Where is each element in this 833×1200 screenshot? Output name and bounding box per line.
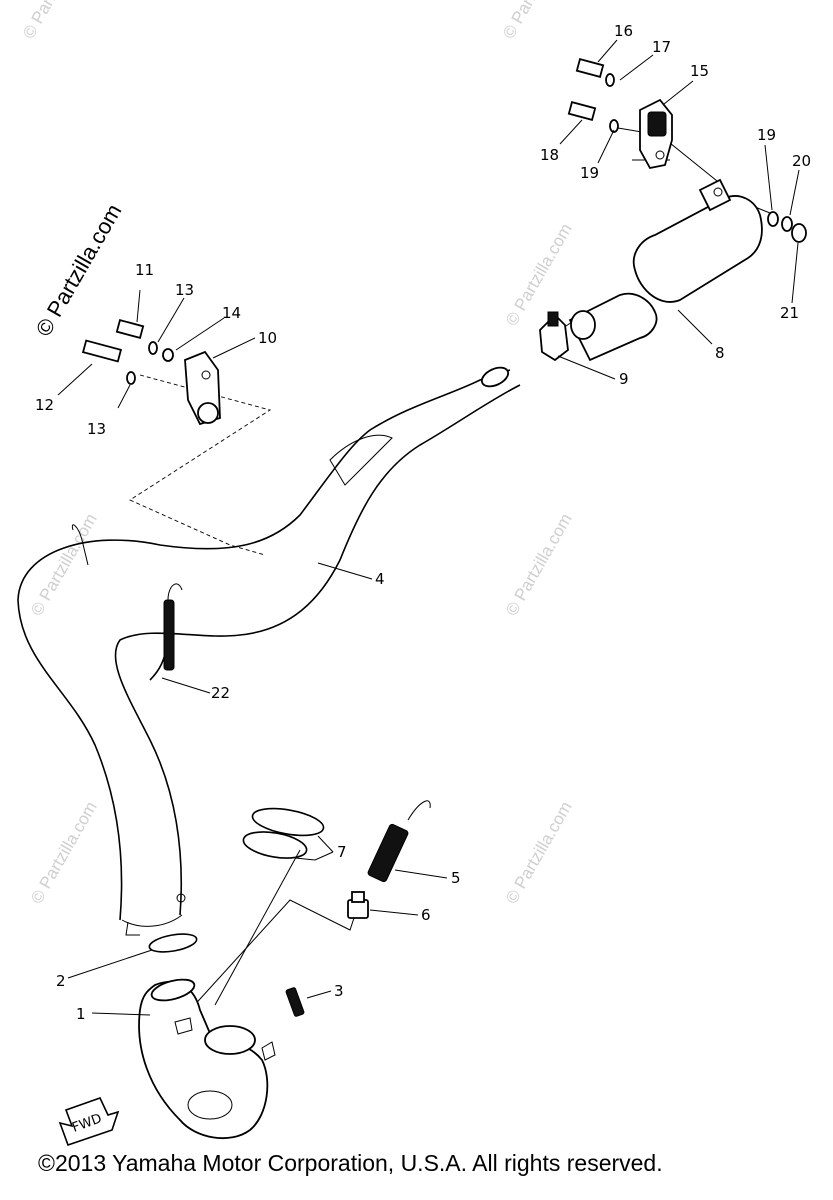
callout-17: 17 [652, 38, 671, 56]
spring-5 [367, 800, 431, 883]
callout-16: 16 [614, 22, 633, 40]
fwd-label: FWD [70, 1111, 104, 1135]
fitting-6 [347, 891, 369, 919]
bracket-10 [184, 350, 221, 426]
callout-4: 4 [375, 570, 385, 588]
partzilla-watermark: © Partzilla.com [31, 200, 127, 341]
bolt-18 [567, 100, 619, 133]
callout-8: 8 [715, 344, 725, 362]
o-rings-7 [242, 807, 325, 859]
watermark: © Partzilla.com [499, 0, 573, 42]
callout-11: 11 [135, 261, 154, 279]
callout-10: 10 [258, 329, 277, 347]
bolt-12 [81, 339, 123, 363]
callout-2: 2 [56, 972, 66, 990]
spring-3 [285, 987, 305, 1017]
callout-13: 13 [175, 281, 194, 299]
callout-21: 21 [780, 304, 799, 322]
spring-22 [149, 583, 183, 681]
callout-22: 22 [211, 684, 230, 702]
callout-3: 3 [334, 982, 344, 1000]
clamp-9 [539, 311, 569, 362]
washers-19-20-nut-21 [767, 211, 807, 243]
callout-5: 5 [451, 869, 461, 887]
watermark: © Partzilla.com [502, 798, 576, 907]
bolt-16 [575, 57, 615, 87]
callout-13b: 13 [87, 420, 106, 438]
hook [71, 524, 89, 566]
callout-15: 15 [690, 62, 709, 80]
expansion-chamber [17, 366, 521, 936]
callout-6: 6 [421, 906, 431, 924]
callout-9: 9 [619, 370, 629, 388]
bolt-11 [115, 318, 145, 340]
callout-19: 19 [580, 164, 599, 182]
watermark: © Partzilla.com [502, 220, 576, 329]
watermark: © Partzilla.com [27, 798, 101, 907]
callout-7: 7 [337, 843, 347, 861]
bracket-15 [639, 98, 673, 170]
watermark: © Partzilla.com [19, 0, 93, 42]
callout-labels: 1 2 3 4 5 6 7 8 9 10 11 12 13 13 14 15 1… [35, 22, 811, 1023]
callout-19b: 19 [757, 126, 776, 144]
callout-14: 14 [222, 304, 241, 322]
fwd-arrow: FWD [58, 1097, 120, 1147]
watermark: © Partzilla.com [27, 510, 101, 619]
copyright-notice: ©2013 Yamaha Motor Corporation, U.S.A. A… [38, 1150, 663, 1176]
washer-14 [162, 348, 174, 362]
washer-13 [148, 341, 158, 355]
callout-1: 1 [76, 1005, 86, 1023]
watermarks: © Partzilla.com © Partzilla.com © Partzi… [19, 0, 576, 907]
gasket-2 [148, 933, 198, 953]
callout-20: 20 [792, 152, 811, 170]
header-pipe-1 [138, 978, 276, 1140]
watermark: © Partzilla.com [502, 510, 576, 619]
washer-13b [126, 371, 136, 385]
callout-12: 12 [35, 396, 54, 414]
leader-lines [57, 39, 800, 1016]
callout-18: 18 [540, 146, 559, 164]
silencer-8 [568, 178, 763, 362]
